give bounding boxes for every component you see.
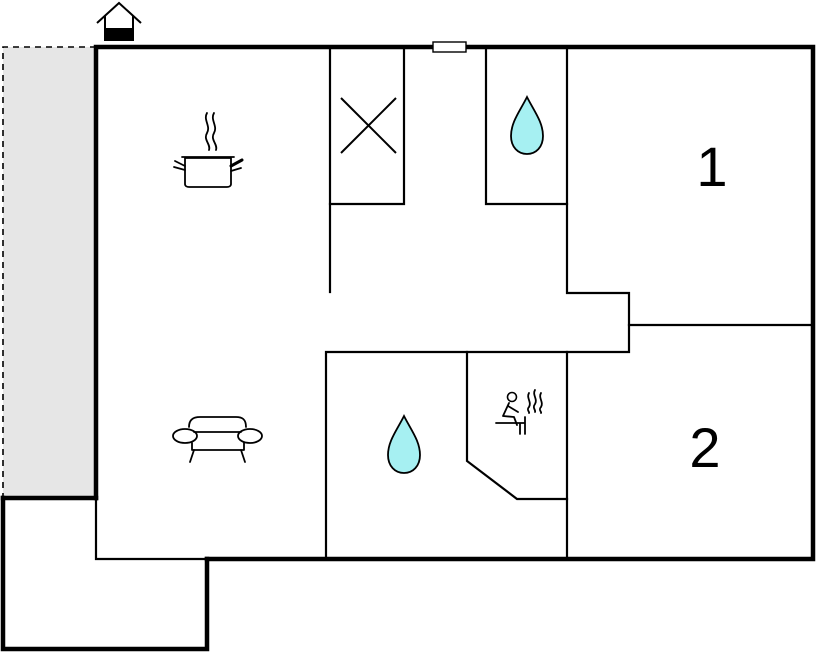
annex-outline: [0, 495, 210, 652]
room-number-2: 2: [689, 416, 720, 479]
water-drop-icon: [510, 94, 544, 155]
interior-walls: [94, 45, 815, 561]
sauna-icon: [495, 389, 543, 435]
outer-walls: [93, 44, 816, 562]
house-entrance-icon: [96, 1, 142, 41]
cooking-pot-icon: [173, 112, 244, 188]
room-number-1: 1: [696, 135, 727, 198]
sofa-icon: [172, 416, 263, 463]
terrace-area: [2, 46, 96, 498]
window-icon: [432, 41, 467, 53]
crossed-shaft-icon: [340, 97, 397, 154]
water-drop-icon-2: [387, 413, 421, 474]
